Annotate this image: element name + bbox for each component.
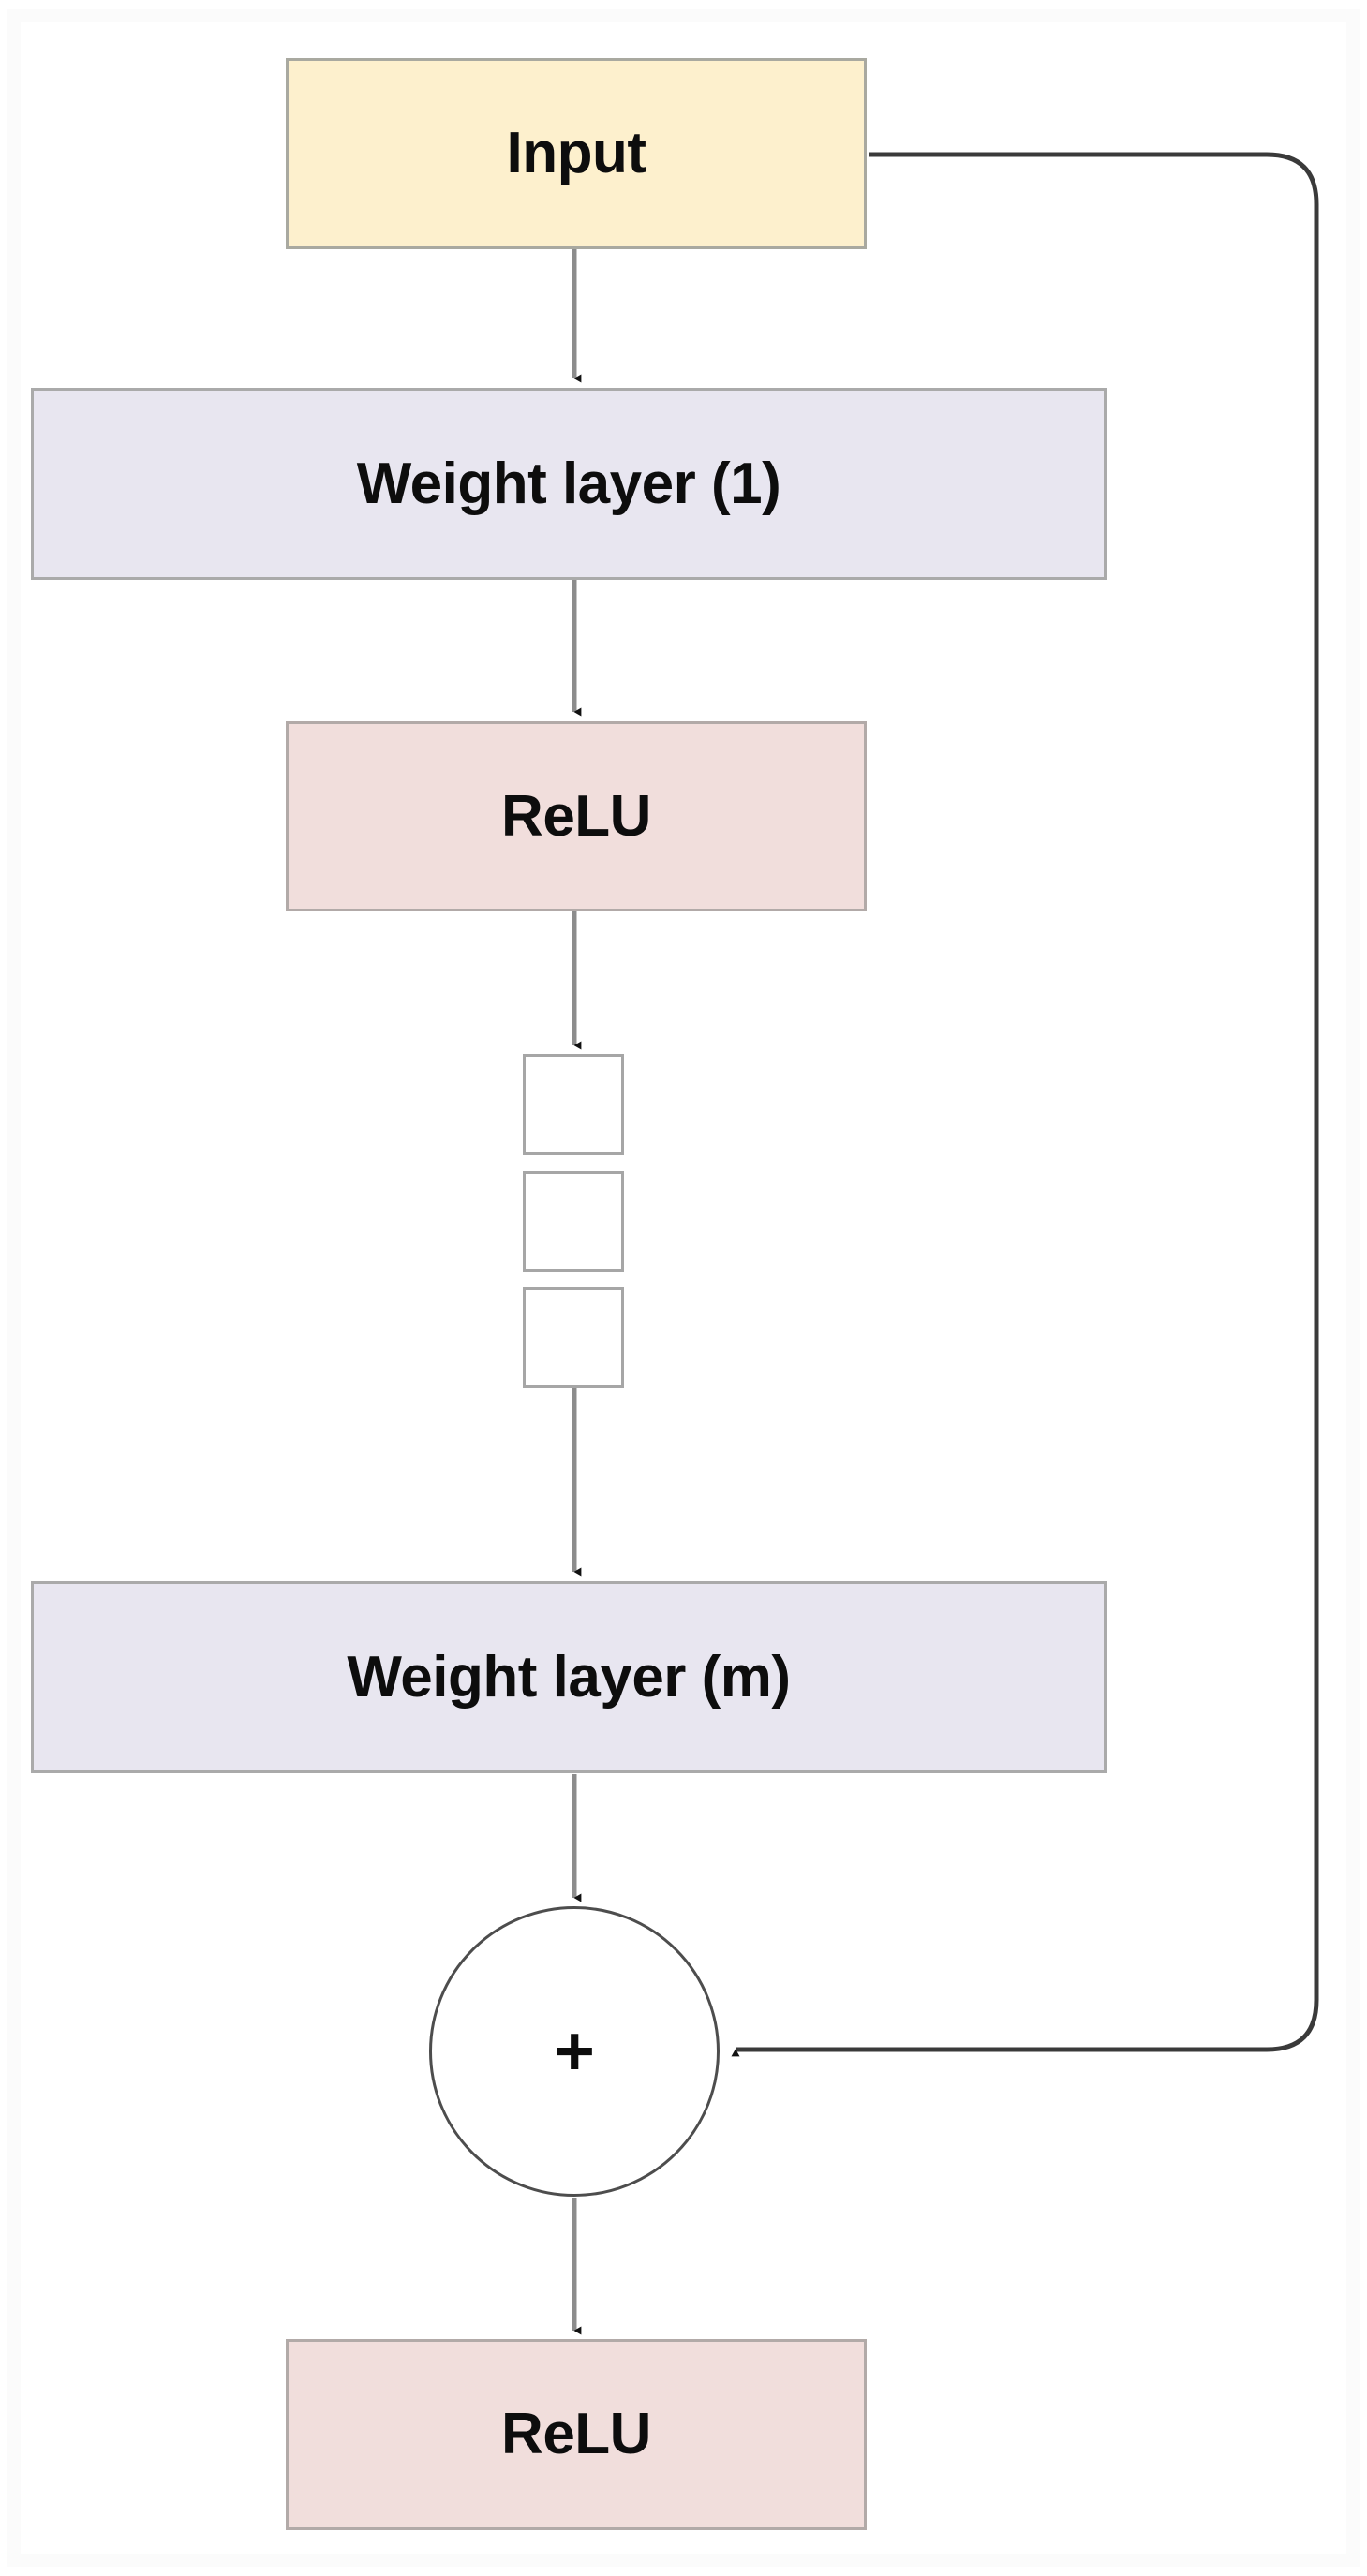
- node-relu-output-label: ReLU: [501, 2402, 651, 2466]
- placeholder-square-3: [523, 1287, 624, 1388]
- edge-skip-connection: [731, 152, 1319, 2057]
- node-weight-layer-1-label: Weight layer (1): [356, 451, 781, 516]
- placeholder-square-2: [523, 1171, 624, 1272]
- node-relu-first[interactable]: ReLU: [286, 721, 867, 911]
- node-input[interactable]: Input: [286, 58, 867, 249]
- node-sum-operator[interactable]: +: [429, 1906, 720, 2197]
- node-input-label: Input: [506, 121, 647, 185]
- placeholder-square-1: [523, 1054, 624, 1155]
- node-relu-output[interactable]: ReLU: [286, 2339, 867, 2530]
- node-relu-first-label: ReLU: [501, 783, 651, 849]
- node-weight-layer-1[interactable]: Weight layer (1): [31, 388, 1107, 580]
- plus-icon: +: [554, 2012, 595, 2090]
- node-weight-layer-m-label: Weight layer (m): [347, 1644, 791, 1710]
- node-weight-layer-m[interactable]: Weight layer (m): [31, 1581, 1107, 1773]
